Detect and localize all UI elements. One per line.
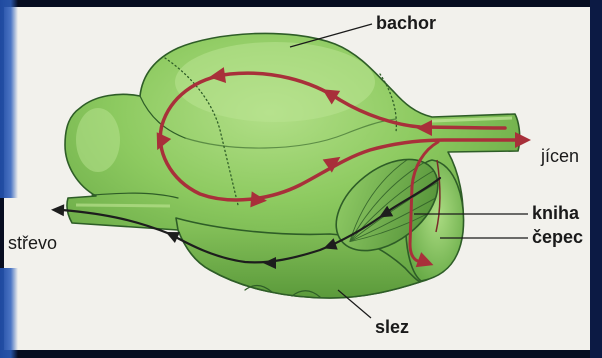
- label-slez: slez: [375, 317, 409, 337]
- strevo-tube-highlight: [76, 205, 170, 206]
- bachor-upper-highlight: [175, 42, 375, 122]
- label-kniha: kniha: [532, 203, 580, 223]
- frame-right-edge: [590, 0, 602, 358]
- label-cepec: čepec: [532, 227, 583, 247]
- label-jicen: jícen: [540, 146, 579, 166]
- left-lobe-highlight: [76, 108, 120, 172]
- label-bachor: bachor: [376, 13, 436, 33]
- frame-left-edge-top: [0, 0, 18, 198]
- frame-left-edge-bottom: [0, 268, 18, 358]
- label-strevo: střevo: [8, 233, 57, 253]
